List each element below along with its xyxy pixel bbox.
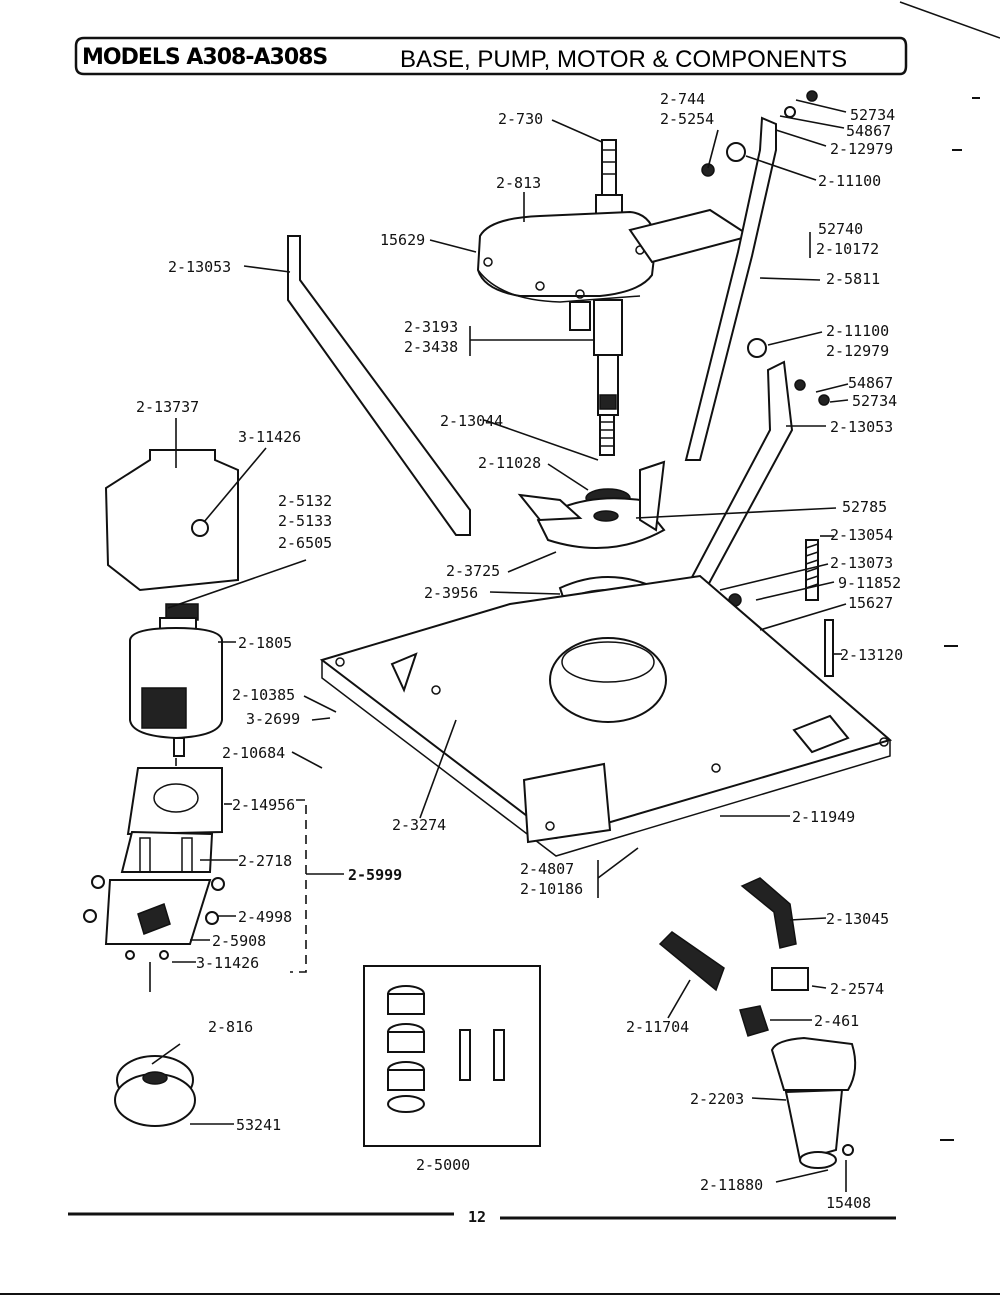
callout-2-14956: 2-14956 xyxy=(232,796,295,814)
callout-9-11852: 9-11852 xyxy=(838,574,901,592)
callout-2-11100-mid: 2-11100 xyxy=(826,322,889,340)
motor-pulley xyxy=(114,1055,196,1127)
section-title: BASE, PUMP, MOTOR & COMPONENTS xyxy=(400,46,847,73)
support-bracket-left xyxy=(287,235,471,536)
motor-cover xyxy=(104,449,239,592)
callout-labels: 2-730 2-744 2-5254 52734 54867 2-12979 2… xyxy=(136,90,903,1212)
callout-2-13073: 2-13073 xyxy=(830,554,893,572)
callout-2-5000: 2-5000 xyxy=(416,1156,470,1174)
callout-2-11880: 2-11880 xyxy=(700,1176,763,1194)
pump-assembly xyxy=(658,877,857,1169)
header-banner: MODELS A308-A308S BASE, PUMP, MOTOR & CO… xyxy=(74,36,908,76)
callout-15408: 15408 xyxy=(826,1194,871,1212)
callout-3-11426-bot: 3-11426 xyxy=(196,954,259,972)
callout-52734-mid: 52734 xyxy=(852,392,897,410)
callout-52740: 52740 xyxy=(818,220,863,238)
callout-2-11100-top: 2-11100 xyxy=(818,172,881,190)
callout-2-3956: 2-3956 xyxy=(424,584,478,602)
motor-mount xyxy=(83,767,225,960)
callout-2-10186: 2-10186 xyxy=(520,880,583,898)
callout-2-3725: 2-3725 xyxy=(446,562,500,580)
callout-2-3274: 2-3274 xyxy=(392,816,446,834)
support-bracket-right-lower xyxy=(680,360,794,602)
callout-2-13054: 2-13054 xyxy=(830,526,893,544)
callout-2-13120: 2-13120 xyxy=(840,646,903,664)
callout-2-13045: 2-13045 xyxy=(826,910,889,928)
callout-2-5908: 2-5908 xyxy=(212,932,266,950)
callout-2-5811: 2-5811 xyxy=(826,270,880,288)
callout-2-2574: 2-2574 xyxy=(830,980,884,998)
callout-2-5133: 2-5133 xyxy=(278,512,332,530)
callout-2-3193: 2-3193 xyxy=(404,318,458,336)
models-heading: MODELS A308-A308S xyxy=(82,45,327,70)
base-plate xyxy=(319,574,893,857)
callout-2-13737: 2-13737 xyxy=(136,398,199,416)
callout-2-10172: 2-10172 xyxy=(816,240,879,258)
top-rule xyxy=(899,1,1000,39)
callout-2-813: 2-813 xyxy=(496,174,541,192)
callout-2-12979-mid: 2-12979 xyxy=(826,342,889,360)
callout-2-816: 2-816 xyxy=(208,1018,253,1036)
callout-2-5254: 2-5254 xyxy=(660,110,714,128)
callout-3-11426-top: 3-11426 xyxy=(238,428,301,446)
callout-2-10684: 2-10684 xyxy=(222,744,285,762)
callout-2-13044: 2-13044 xyxy=(440,412,503,430)
callout-2-13053-left: 2-13053 xyxy=(168,258,231,276)
callout-2-12979-top: 2-12979 xyxy=(830,140,893,158)
callout-2-4998: 2-4998 xyxy=(238,908,292,926)
callout-2-2203: 2-2203 xyxy=(690,1090,744,1108)
support-bracket-right-upper xyxy=(684,116,777,461)
callout-2-11704: 2-11704 xyxy=(626,1018,689,1036)
callout-15629: 15629 xyxy=(380,231,425,249)
callout-2-461: 2-461 xyxy=(814,1012,859,1030)
motor xyxy=(129,603,223,757)
callout-15627: 15627 xyxy=(848,594,893,612)
callout-2-1805: 2-1805 xyxy=(238,634,292,652)
callout-2-4807: 2-4807 xyxy=(520,860,574,878)
callout-3-2699: 3-2699 xyxy=(246,710,300,728)
callout-53241: 53241 xyxy=(236,1116,281,1134)
callout-2-10385: 2-10385 xyxy=(232,686,295,704)
callout-2-730: 2-730 xyxy=(498,110,543,128)
kit-bracket xyxy=(290,799,307,973)
repair-kit xyxy=(363,965,541,1147)
page-number: 12 xyxy=(468,1208,486,1226)
callout-52734-top: 52734 xyxy=(850,106,895,124)
callout-2-744: 2-744 xyxy=(660,90,705,108)
callout-2-11028: 2-11028 xyxy=(478,454,541,472)
callout-54867-top: 54867 xyxy=(846,122,891,140)
callout-2-3438: 2-3438 xyxy=(404,338,458,356)
callout-2-5999: 2-5999 xyxy=(348,866,402,884)
callout-2-11949: 2-11949 xyxy=(792,808,855,826)
callout-2-6505: 2-6505 xyxy=(278,534,332,552)
callout-54867-mid: 54867 xyxy=(848,374,893,392)
callout-2-5132: 2-5132 xyxy=(278,492,332,510)
callout-2-2718: 2-2718 xyxy=(238,852,292,870)
leader-lines xyxy=(149,99,849,1192)
transmission-assembly xyxy=(476,139,753,456)
callout-52785: 52785 xyxy=(842,498,887,516)
brake-assembly xyxy=(517,460,666,602)
callout-2-13053-right: 2-13053 xyxy=(830,418,893,436)
footer: 12 xyxy=(0,1208,1000,1295)
